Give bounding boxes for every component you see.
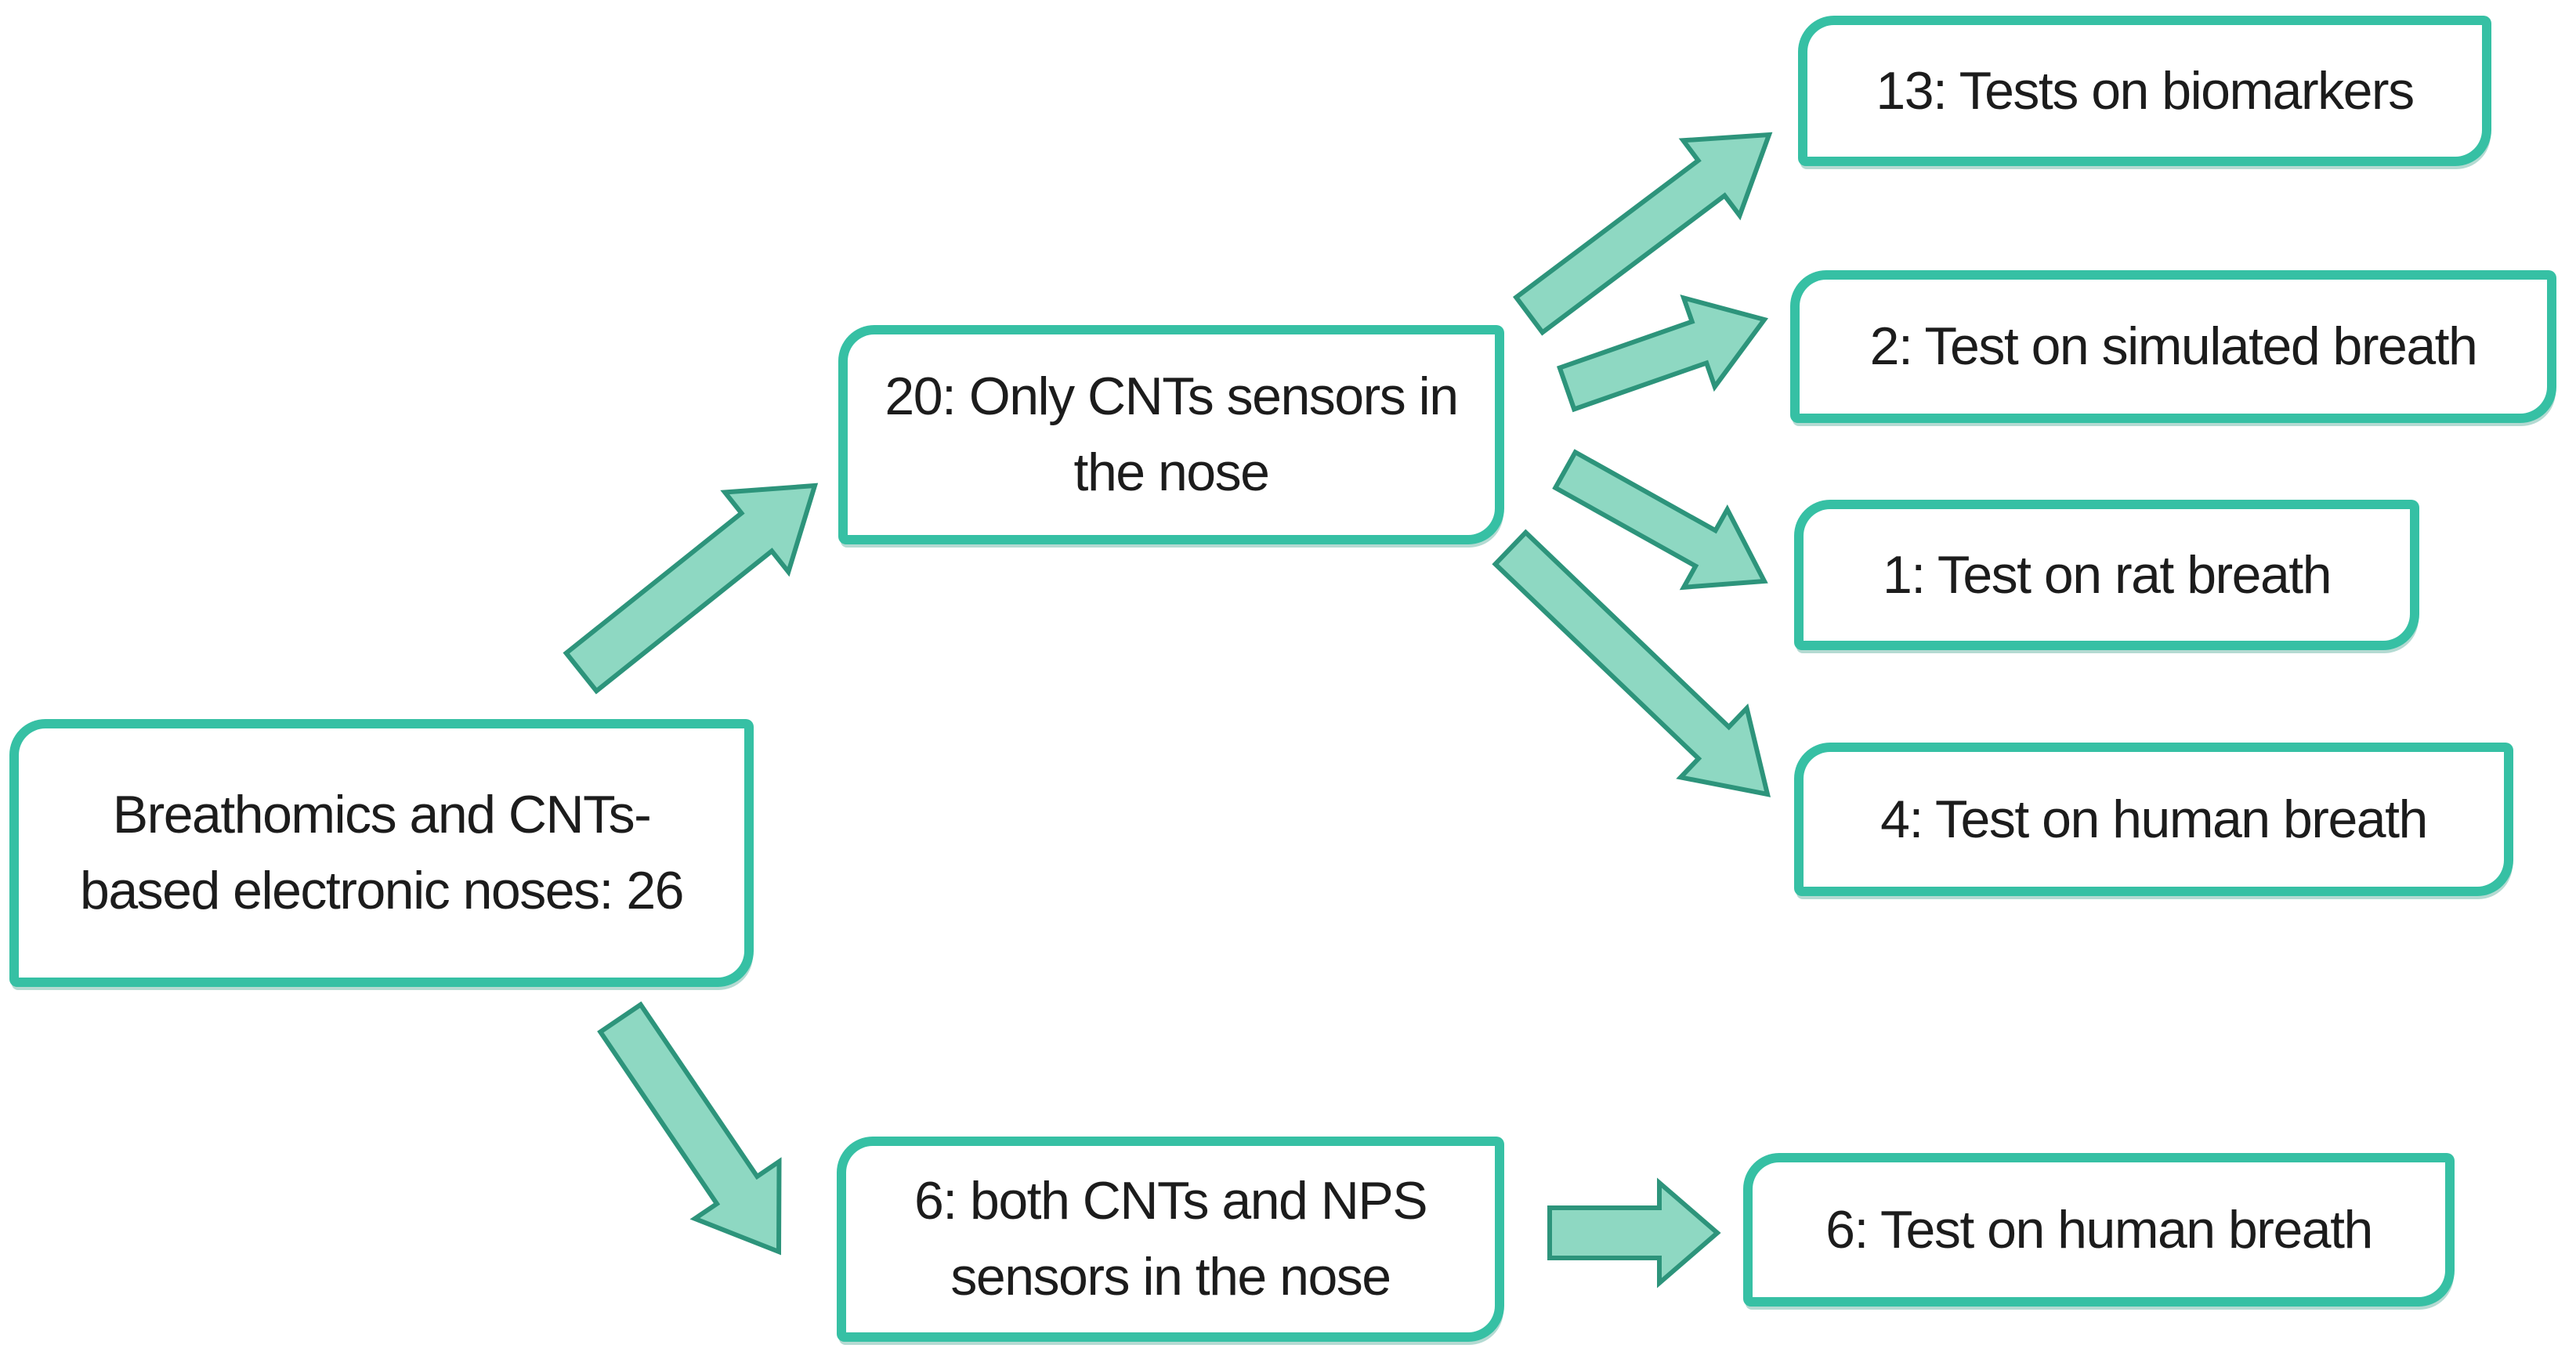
node-root-label: Breathomics and CNTs- based electronic n… <box>80 785 684 920</box>
arrow-cnt20-to-rat1 <box>1552 449 1768 591</box>
node-test-on-simulated-breath: 2: Test on simulated breath <box>1790 270 2556 423</box>
node-only-cnt-sensors: 20: Only CNTs sensors in the nose <box>838 325 1504 544</box>
node-test-on-rat-breath-label: 1: Test on rat breath <box>1882 544 2332 605</box>
arrow-both6-to-hum6 <box>1547 1177 1721 1289</box>
node-test-on-human-breath-4: 4: Test on human breath <box>1794 743 2513 896</box>
arrow-root-to-cnt20 <box>563 483 819 695</box>
arrow-root-to-both6 <box>597 1001 782 1256</box>
arrow-cnt20-to-hum4 <box>1492 529 1771 797</box>
node-test-on-human-breath-6-label: 6: Test on human breath <box>1825 1199 2373 1260</box>
node-both-cnt-and-nps-sensors: 6: both CNTs and NPS sensors in the nose <box>837 1137 1504 1342</box>
node-tests-on-biomarkers: 13: Tests on biomarkers <box>1798 16 2491 166</box>
node-test-on-simulated-breath-label: 2: Test on simulated breath <box>1869 316 2478 377</box>
node-test-on-rat-breath: 1: Test on rat breath <box>1794 500 2419 650</box>
arrow-cnt20-to-sim2 <box>1556 295 1769 413</box>
node-tests-on-biomarkers-label: 13: Tests on biomarkers <box>1876 60 2415 121</box>
node-root-total: Breathomics and CNTs- based electronic n… <box>9 719 754 987</box>
arrow-cnt20-to-bio13 <box>1513 132 1773 336</box>
node-test-on-human-breath-6: 6: Test on human breath <box>1743 1153 2455 1307</box>
node-test-on-human-breath-4-label: 4: Test on human breath <box>1880 789 2428 849</box>
node-both-cnt-and-nps-sensors-label: 6: both CNTs and NPS sensors in the nose <box>914 1171 1428 1307</box>
node-only-cnt-sensors-label: 20: Only CNTs sensors in the nose <box>885 367 1459 502</box>
